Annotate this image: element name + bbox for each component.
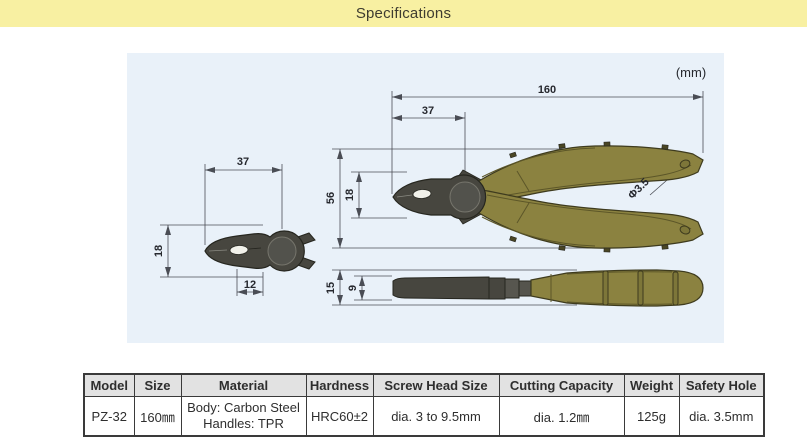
pivot-side-view <box>449 181 481 213</box>
pliers-technical-drawing: (mm) 160 37 56 18 Φ3.5 37 18 12 15 9 <box>153 65 706 307</box>
pliers-side-view <box>392 141 704 253</box>
col-screw-head-size: Screw Head Size <box>372 373 500 397</box>
col-material: Material <box>180 373 307 397</box>
col-weight: Weight <box>623 373 680 397</box>
spec-table-header-row: Model Size Material Hardness Screw Head … <box>83 373 765 397</box>
lower-handle <box>476 188 704 249</box>
cell-weight: 125g <box>623 396 680 437</box>
upper-handle <box>476 145 704 206</box>
lower-safety-hole <box>679 225 691 235</box>
unit-label: (mm) <box>676 65 706 80</box>
col-size: Size <box>133 373 182 397</box>
dim-tip-serration: 12 <box>244 279 256 291</box>
technical-drawing-panel: (mm) 160 37 56 18 Φ3.5 37 18 12 15 9 <box>127 53 724 343</box>
material-body: Body: Carbon Steel <box>187 400 300 415</box>
pivot-top-view <box>267 236 297 266</box>
col-cutting-capacity: Cutting Capacity <box>498 373 625 397</box>
cell-hardness: HRC60±2 <box>305 396 374 437</box>
dim-open-height: 56 <box>325 192 337 204</box>
dim-overall-length: 160 <box>538 84 556 96</box>
dim-top-jaw-length: 37 <box>237 156 249 168</box>
material-handles: Handles: TPR <box>203 416 284 431</box>
spec-table: Model Size Material Hardness Screw Head … <box>83 373 765 437</box>
cell-model: PZ-32 <box>83 396 135 437</box>
edge-handle <box>530 269 704 307</box>
spec-table-data-row: PZ-32 160㎜ Body: Carbon Steel Handles: T… <box>83 396 765 437</box>
jaw-slot-hole <box>229 245 249 255</box>
upper-safety-hole <box>679 159 691 169</box>
col-hardness: Hardness <box>305 373 374 397</box>
dim-jaw-thickness: 9 <box>347 285 359 291</box>
dimension-lines <box>160 91 704 306</box>
dim-top-head-width: 18 <box>153 245 165 257</box>
cell-size: 160㎜ <box>133 396 182 437</box>
specifications-banner: Specifications <box>0 0 807 27</box>
edge-jaw <box>392 276 490 300</box>
col-safety-hole: Safety Hole <box>678 373 765 397</box>
cell-cutting-capacity: dia. 1.2㎜ <box>498 396 625 437</box>
dim-handle-thickness: 15 <box>325 282 337 294</box>
side-jaw-hole <box>412 189 432 199</box>
col-model: Model <box>83 373 135 397</box>
dim-head-height: 18 <box>344 189 356 201</box>
cell-safety-hole: dia. 3.5mm <box>678 396 765 437</box>
head-top-view <box>204 230 316 272</box>
page-title: Specifications <box>355 5 452 22</box>
dim-side-jaw-length: 37 <box>422 105 434 117</box>
cell-screw-head-size: dia. 3 to 9.5mm <box>372 396 500 437</box>
cell-material: Body: Carbon Steel Handles: TPR <box>180 396 307 437</box>
pliers-edge-view <box>392 269 704 307</box>
